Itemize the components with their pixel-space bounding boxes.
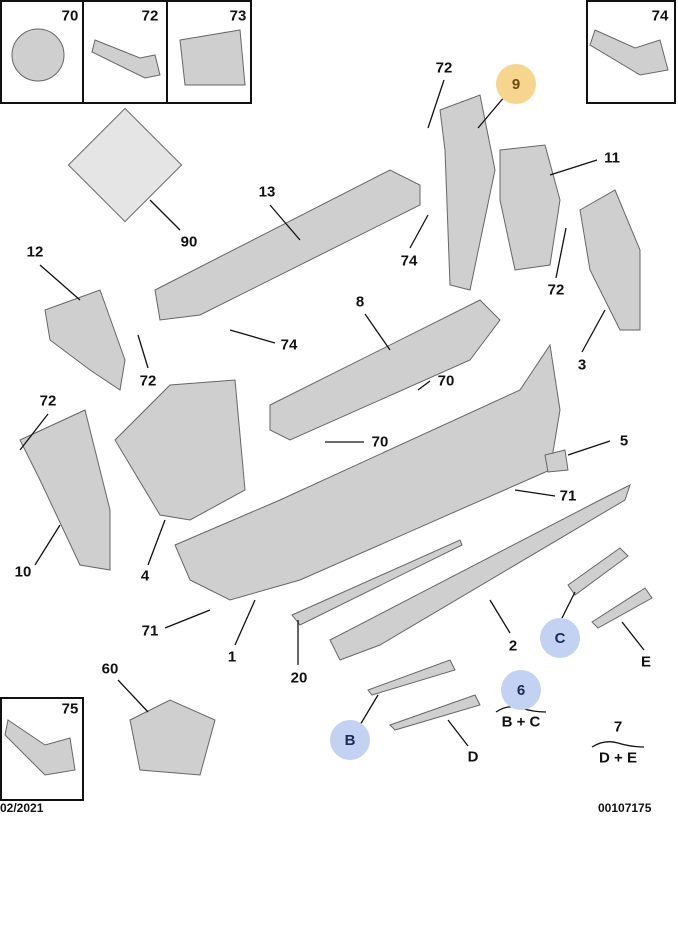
box-label: 70	[61, 7, 79, 25]
box-label: 74	[651, 7, 669, 25]
part-crossmember-13	[154, 169, 421, 321]
hardware-box-74: 74	[586, 0, 676, 104]
callout: 7	[613, 718, 623, 736]
part-clip-73	[179, 29, 246, 86]
callout: 71	[141, 622, 159, 640]
hardware-box-73: 73	[166, 0, 252, 104]
diagram-reference: 00107175	[598, 801, 652, 815]
callout: 10	[14, 563, 32, 581]
hardware-box-70: 70	[0, 0, 84, 104]
part-screw-72	[91, 39, 161, 79]
callout: E	[640, 653, 652, 671]
callout-highlighted: B	[330, 720, 370, 760]
callout-highlighted: 6	[501, 670, 541, 710]
box-label: 73	[229, 7, 247, 25]
hardware-box-72: 72	[82, 0, 168, 104]
part-kit-90	[67, 107, 183, 223]
part-cap-5	[544, 449, 569, 473]
callout: 4	[140, 567, 150, 585]
leader-lines	[19, 79, 645, 748]
callout: 20	[290, 669, 308, 687]
part-module-60	[129, 699, 216, 776]
part-reflector-3	[579, 189, 641, 331]
part-screw-74	[589, 29, 669, 76]
callout: 70	[437, 372, 455, 390]
diagram-date: 02/2021	[0, 801, 44, 815]
part-insert-C	[567, 547, 629, 596]
callout: 11	[604, 149, 620, 167]
callout: 1	[227, 648, 237, 666]
callout: D	[467, 748, 479, 766]
part-insert-D	[389, 694, 481, 731]
callout-highlighted: C	[540, 618, 580, 658]
callout: 74	[400, 252, 418, 270]
group-label: D + E	[599, 749, 637, 767]
callout: 3	[577, 356, 587, 374]
callout: 13	[258, 183, 276, 201]
part-bumper-1	[174, 343, 561, 601]
box-label: 72	[141, 7, 159, 25]
part-nut-70	[11, 28, 65, 82]
callout: 70	[371, 433, 389, 451]
part-bracket-12	[44, 289, 126, 391]
part-harness-20	[291, 539, 463, 626]
callout: 71	[559, 487, 577, 505]
group-label: B + C	[501, 713, 541, 731]
part-cover-4	[114, 379, 246, 521]
callout: 72	[547, 281, 565, 299]
part-bracket-10	[19, 409, 111, 571]
callout: 72	[39, 392, 57, 410]
callout-highlighted: 9	[496, 64, 536, 104]
callout: 72	[435, 59, 453, 77]
callout: 8	[355, 293, 365, 311]
part-screw-75	[4, 719, 76, 776]
part-bracket-9	[439, 94, 496, 291]
callout: 90	[180, 233, 198, 251]
box-label: 75	[61, 700, 79, 718]
callout: 12	[26, 243, 44, 261]
part-absorber-8	[269, 299, 501, 441]
part-trim-2	[329, 484, 631, 661]
hardware-box-75: 75	[0, 697, 84, 801]
callout: 74	[280, 336, 298, 354]
part-insert-E	[591, 587, 653, 629]
callout: 72	[139, 372, 157, 390]
callout: 2	[508, 637, 518, 655]
part-bracket-11	[499, 144, 561, 271]
callout: 5	[619, 432, 629, 450]
part-insert-B	[367, 659, 456, 696]
callout: 60	[101, 660, 119, 678]
